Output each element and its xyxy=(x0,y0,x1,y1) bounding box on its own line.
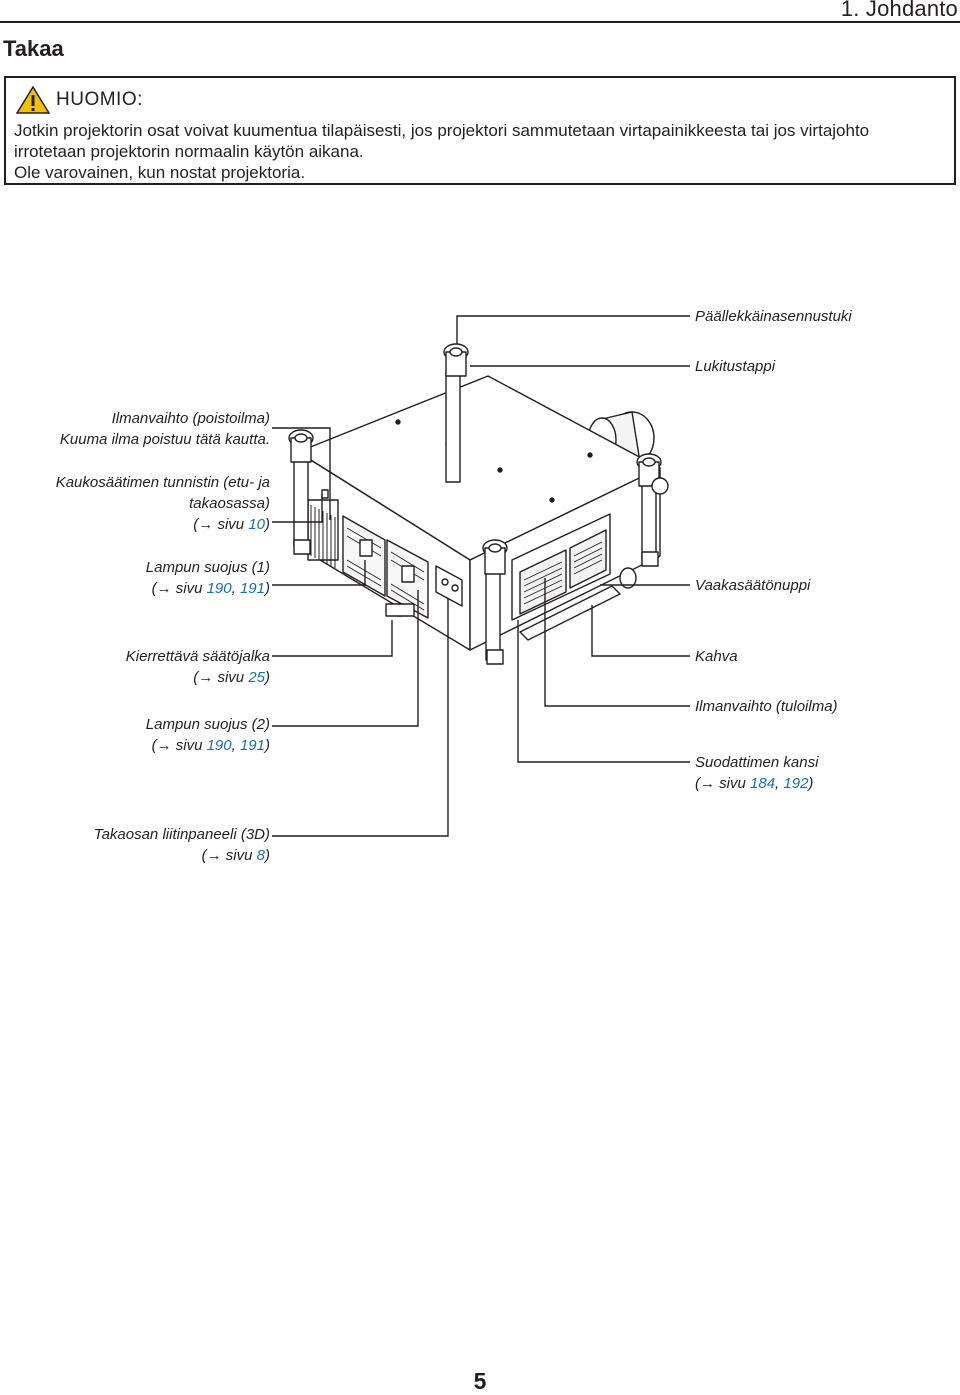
label-exhaust-vent: Ilmanvaihto (poistoilma) Kuuma ilma pois… xyxy=(60,408,270,450)
ref-prefix: (→ sivu xyxy=(151,737,207,754)
label-lamp-cover-1-ref: (→ sivu 190, 191) xyxy=(146,578,270,599)
caution-title: HUOMIO: xyxy=(56,89,143,110)
label-exhaust-vent-title: Ilmanvaihto (poistoilma) xyxy=(111,410,270,427)
page-link[interactable]: 184 xyxy=(750,775,776,792)
ref-prefix: (→ sivu xyxy=(193,516,249,533)
label-tilt-foot-title: Kierrettävä säätöjalka xyxy=(125,648,270,665)
page-link[interactable]: 25 xyxy=(248,669,265,686)
caution-text: Jotkin projektorin osat voivat kuumentua… xyxy=(14,120,869,183)
ref-suffix: ) xyxy=(265,737,270,754)
label-exhaust-vent-note: Kuuma ilma poistuu tätä kautta. xyxy=(59,431,270,448)
label-stacking-support: Päällekkäinasennustuki xyxy=(695,308,852,325)
ref-prefix: (→ sivu xyxy=(201,847,257,864)
label-level-knob: Vaakasäätönuppi xyxy=(695,577,811,594)
ref-suffix: ) xyxy=(265,847,270,864)
ref-prefix: (→ sivu xyxy=(151,580,207,597)
caution-header: HUOMIO: xyxy=(16,86,143,114)
caution-line: irrotetaan projektorin normaalin käytön … xyxy=(14,142,364,161)
label-tilt-foot: Kierrettävä säätöjalka (→ sivu 25) xyxy=(126,646,270,688)
page-link[interactable]: 190 xyxy=(206,737,232,754)
label-remote-sensor: Kaukosäätimen tunnistin (etu- ja takaosa… xyxy=(56,472,270,535)
caution-box: HUOMIO: Jotkin projektorin osat voivat k… xyxy=(4,76,956,185)
caution-line: Jotkin projektorin osat voivat kuumentua… xyxy=(14,121,870,140)
label-lamp-cover-2-title: Lampun suojus (2) xyxy=(145,716,270,733)
ref-suffix: ) xyxy=(265,580,270,597)
label-remote-sensor-ref: (→ sivu 10) xyxy=(56,514,270,535)
label-intake-vent: Ilmanvaihto (tuloilma) xyxy=(695,698,838,715)
label-lamp-cover-2-ref: (→ sivu 190, 191) xyxy=(146,735,270,756)
label-filter-cover-title: Suodattimen kansi xyxy=(695,754,819,771)
label-rear-panel: Takaosan liitinpaneeli (3D) (→ sivu 8) xyxy=(94,824,270,866)
label-remote-sensor-title: Kaukosäätimen tunnistin (etu- ja xyxy=(55,474,270,491)
label-rear-panel-ref: (→ sivu 8) xyxy=(94,845,270,866)
ref-separator: , xyxy=(231,580,240,597)
page-link[interactable]: 191 xyxy=(239,580,265,597)
ref-suffix: ) xyxy=(265,516,270,533)
ref-prefix: (→ sivu xyxy=(695,775,751,792)
caution-line: Ole varovainen, kun nostat projektoria. xyxy=(14,163,306,182)
ref-suffix: ) xyxy=(265,669,270,686)
ref-prefix: (→ sivu xyxy=(193,669,249,686)
label-filter-cover: Suodattimen kansi (→ sivu 184, 192) xyxy=(695,752,818,794)
label-tilt-foot-ref: (→ sivu 25) xyxy=(126,667,270,688)
page-link[interactable]: 191 xyxy=(239,737,265,754)
projector-illustration xyxy=(288,343,669,665)
page-link[interactable]: 10 xyxy=(248,516,265,533)
header-rule xyxy=(0,21,960,23)
label-remote-sensor-title-2: takaosassa) xyxy=(189,495,270,512)
page-link[interactable]: 190 xyxy=(206,580,232,597)
page-number: 5 xyxy=(473,1368,487,1394)
label-lamp-cover-2: Lampun suojus (2) (→ sivu 190, 191) xyxy=(146,714,270,756)
page-link[interactable]: 8 xyxy=(256,847,265,864)
ref-separator: , xyxy=(231,737,240,754)
label-handle: Kahva xyxy=(695,648,738,665)
label-lamp-cover-1: Lampun suojus (1) (→ sivu 190, 191) xyxy=(146,557,270,599)
label-lock-pin: Lukitustappi xyxy=(695,358,776,375)
warning-triangle-icon xyxy=(16,86,50,114)
section-title: Takaa xyxy=(3,36,64,61)
chapter-title: 1. Johdanto xyxy=(840,0,958,21)
leader-lines xyxy=(272,315,690,837)
page-link[interactable]: 192 xyxy=(783,775,809,792)
ref-suffix: ) xyxy=(808,775,814,792)
label-filter-cover-ref: (→ sivu 184, 192) xyxy=(695,773,818,794)
ref-separator: , xyxy=(775,775,784,792)
label-lamp-cover-1-title: Lampun suojus (1) xyxy=(145,559,270,576)
label-rear-panel-title: Takaosan liitinpaneeli (3D) xyxy=(93,826,270,843)
